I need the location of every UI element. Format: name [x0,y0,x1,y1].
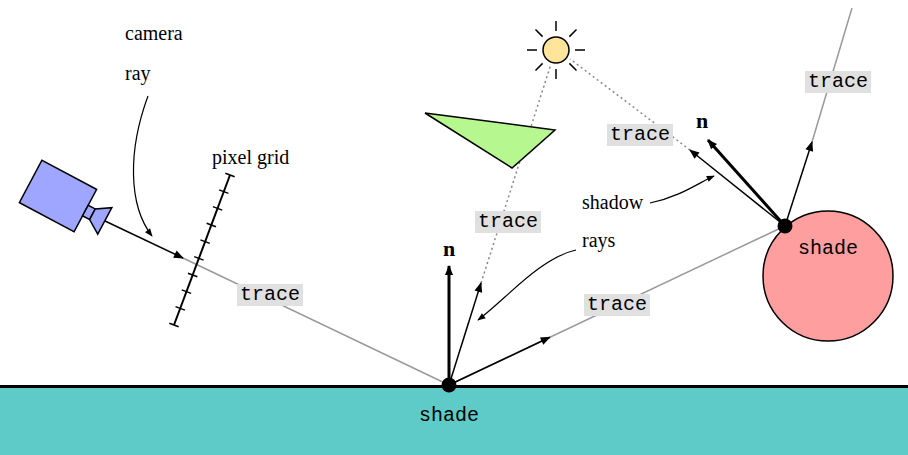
grid-tick [219,190,228,193]
shadow-ray-dotted [481,64,551,283]
camera-ray [183,258,449,385]
occluder-triangle [425,113,555,168]
grid-tick [188,273,197,276]
normal-label: n [696,110,708,132]
ray-label: trace [584,294,650,316]
ray-label: trace [607,124,673,146]
callout-label: camera ray [125,13,183,93]
ray-label: trace [237,284,303,306]
ray-arrow [449,337,550,385]
camera-icon [19,160,116,242]
ray-label: trace [475,211,541,233]
ray-label: trace [805,71,871,93]
node-label: shade [0,405,898,427]
leader-line [478,250,576,320]
leader-line [133,96,152,236]
hit-point [778,219,793,234]
shadow-ray-dotted [570,59,690,150]
grid-tick [176,307,185,310]
shadow-ray-arrow [690,150,785,226]
sphere-object: shade [762,210,894,342]
ray-line [449,226,785,385]
floor-plane: shade [0,385,908,455]
normal-vector [708,140,785,226]
hit-point [442,378,457,393]
pixel-grid [174,175,230,325]
normal-vector [448,266,451,385]
leader-line [650,176,714,203]
sphere-shape [763,211,893,341]
grid-tick [213,207,222,210]
callout-label: pixel grid [212,146,289,168]
grid-tick [225,173,234,176]
node-label: shade [762,238,894,260]
grid-tick [169,323,178,326]
grid-tick [194,257,203,260]
grid-tick [200,240,209,243]
shadow-ray-arrow [449,283,481,385]
light-source [527,21,585,79]
camera-ray-arrow [105,221,183,258]
normal-label: n [443,238,455,260]
grid-tick [207,223,216,226]
sphere-outline [762,210,894,342]
ray-connector [449,226,785,385]
grid-tick [182,290,191,293]
callout-label: shadow rays [582,183,643,259]
pixel-grid-ticks [169,173,234,326]
